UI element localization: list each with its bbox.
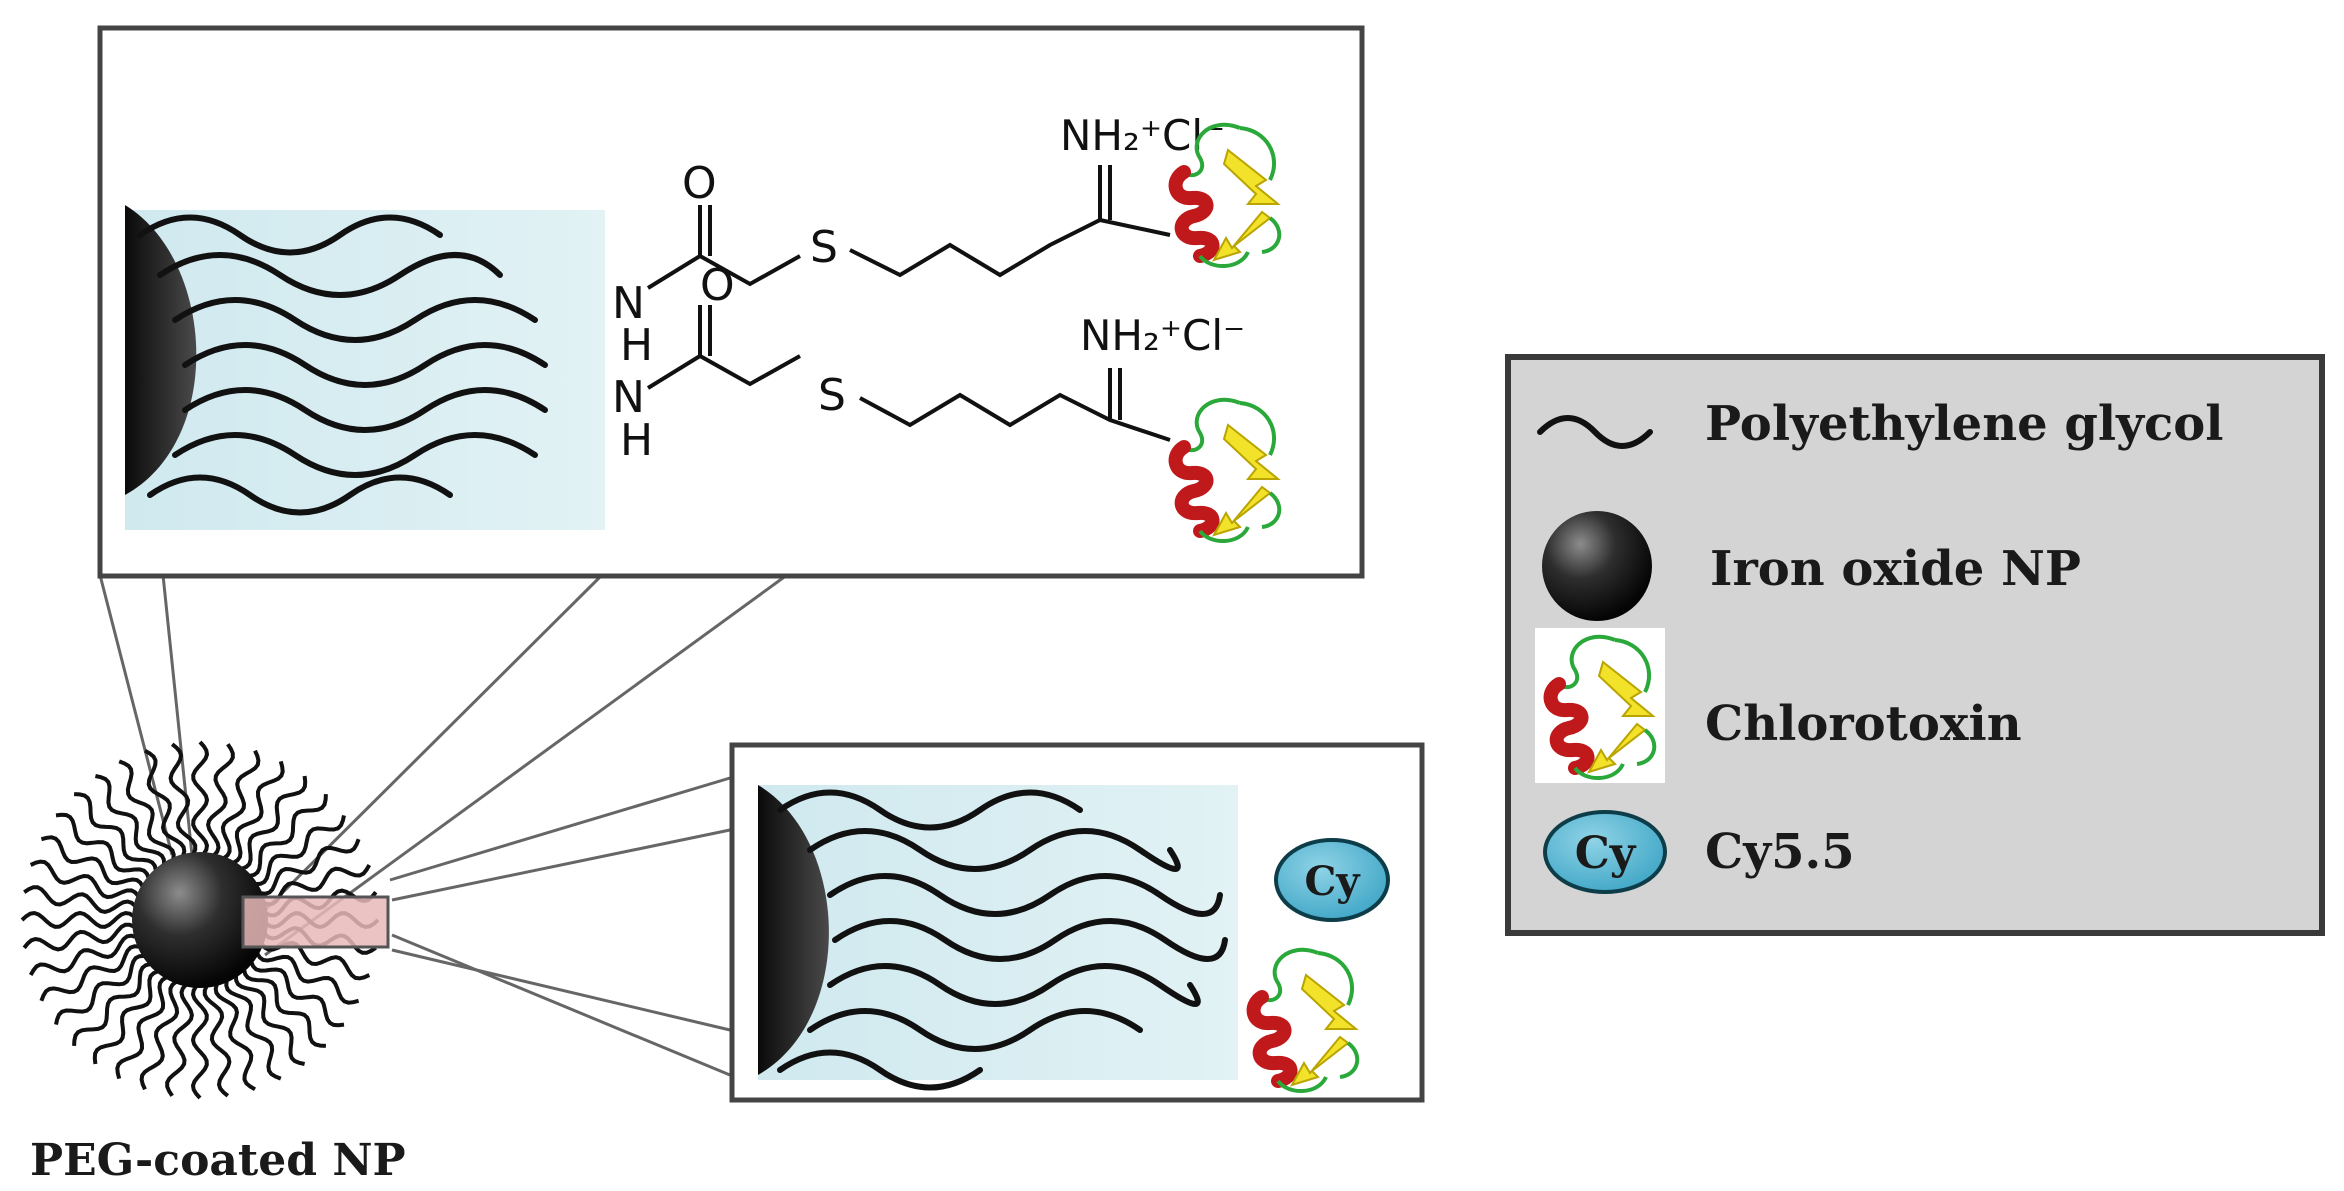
peg-chain: [29, 859, 143, 902]
peg-chain: [190, 980, 209, 1100]
peg-chain: [40, 835, 147, 893]
peg-chain: [250, 814, 346, 887]
cy55-dye-marker: [1274, 838, 1390, 922]
dye-detail-panel: Cy: [729, 742, 1425, 1103]
peg-chain: [92, 968, 164, 1065]
peg-chain: [23, 885, 141, 914]
peg-wave-icon: [1537, 415, 1653, 449]
nanoparticle-cap-top: [125, 205, 197, 495]
chemistry-detail-panel: N H O S NH₂⁺Cl⁻ N H O S NH₂⁺Cl⁻: [97, 25, 1365, 579]
peg-chain: [20, 910, 140, 929]
amine-h-upper: H: [620, 320, 653, 371]
peg-chain: [254, 838, 361, 896]
legend-label-chlorotoxin: Chlorotoxin: [1705, 696, 2022, 752]
peg-chain: [168, 742, 198, 860]
peg-chain: [253, 947, 360, 1005]
peg-chain: [54, 953, 150, 1026]
sulfur-upper: S: [810, 222, 838, 273]
peg-chain: [165, 979, 194, 1097]
peg-chain: [241, 963, 327, 1048]
peg-chain: [248, 956, 345, 1028]
peg-chain: [191, 740, 210, 860]
peg-chain: [224, 974, 282, 1081]
legend-label-peg: Polyethylene glycol: [1705, 396, 2224, 452]
iminium-salt-lower: NH₂⁺Cl⁻: [1080, 311, 1245, 360]
cy55-dye-label: Cy: [1304, 858, 1361, 905]
peg-chain: [206, 743, 235, 861]
peg-chain: [39, 944, 146, 1002]
amine-n-upper: N: [612, 278, 645, 329]
nanoparticle-caption: PEG-coated NP: [30, 1135, 406, 1186]
legend-item-peg: Polyethylene glycol: [1537, 396, 2224, 452]
legend-cy-badge: Cy: [1575, 828, 1637, 879]
peg-chain: [55, 812, 152, 884]
peg-corona: [20, 740, 380, 1100]
peg-chain: [115, 973, 173, 1080]
peg-chain: [22, 922, 140, 952]
peg-chain: [236, 775, 308, 872]
legend-label-cy55: Cy5.5: [1705, 824, 1855, 880]
legend-item-chlorotoxin: Chlorotoxin: [1535, 628, 2022, 783]
amine-n-lower: N: [612, 372, 645, 423]
nanoparticle-cap-lower: [758, 785, 829, 1075]
peg-chain: [213, 978, 257, 1092]
peg-chain: [243, 793, 328, 879]
peg-chain: [139, 977, 182, 1091]
linker-chain-lower: N H O S NH₂⁺Cl⁻: [612, 260, 1279, 541]
peg-chain: [28, 933, 142, 977]
peg-chain: [227, 760, 285, 867]
peg-chains-top: [137, 214, 548, 516]
peg-chain: [73, 792, 159, 877]
legend-item-nanoparticle: Iron oxide NP: [1542, 511, 2081, 621]
cy55-ellipse-icon: [1543, 810, 1667, 894]
peg-chain: [233, 970, 306, 1066]
peg-coated-nanoparticle: PEG-coated NP: [20, 740, 406, 1186]
amine-h-lower: H: [620, 415, 653, 466]
peg-chain: [202, 980, 232, 1098]
peg-shell-region-lower: [758, 785, 1238, 1080]
linker-chain-upper: N H O S NH₂⁺Cl⁻: [612, 111, 1279, 371]
legend-item-cy55: Cy Cy5.5: [1543, 810, 1855, 894]
carbonyl-o-lower: O: [700, 260, 735, 311]
peg-chains-lower: [777, 789, 1228, 1091]
peg-chain: [143, 748, 187, 862]
zoom-connector-lines: [98, 573, 788, 1077]
sulfur-lower: S: [818, 370, 846, 421]
iron-oxide-sphere-icon: [1542, 511, 1652, 621]
peg-chain: [118, 759, 176, 866]
peg-chain: [94, 774, 167, 870]
legend: Polyethylene glycol Iron oxide NP Chloro…: [1505, 354, 2325, 936]
peg-chain: [72, 961, 157, 1047]
peg-chain: [218, 749, 261, 863]
iron-oxide-core: [132, 852, 268, 988]
carbonyl-o-upper: O: [682, 158, 717, 209]
legend-label-nanoparticle: Iron oxide NP: [1710, 541, 2081, 597]
zoom-highlight-box: [241, 895, 390, 949]
